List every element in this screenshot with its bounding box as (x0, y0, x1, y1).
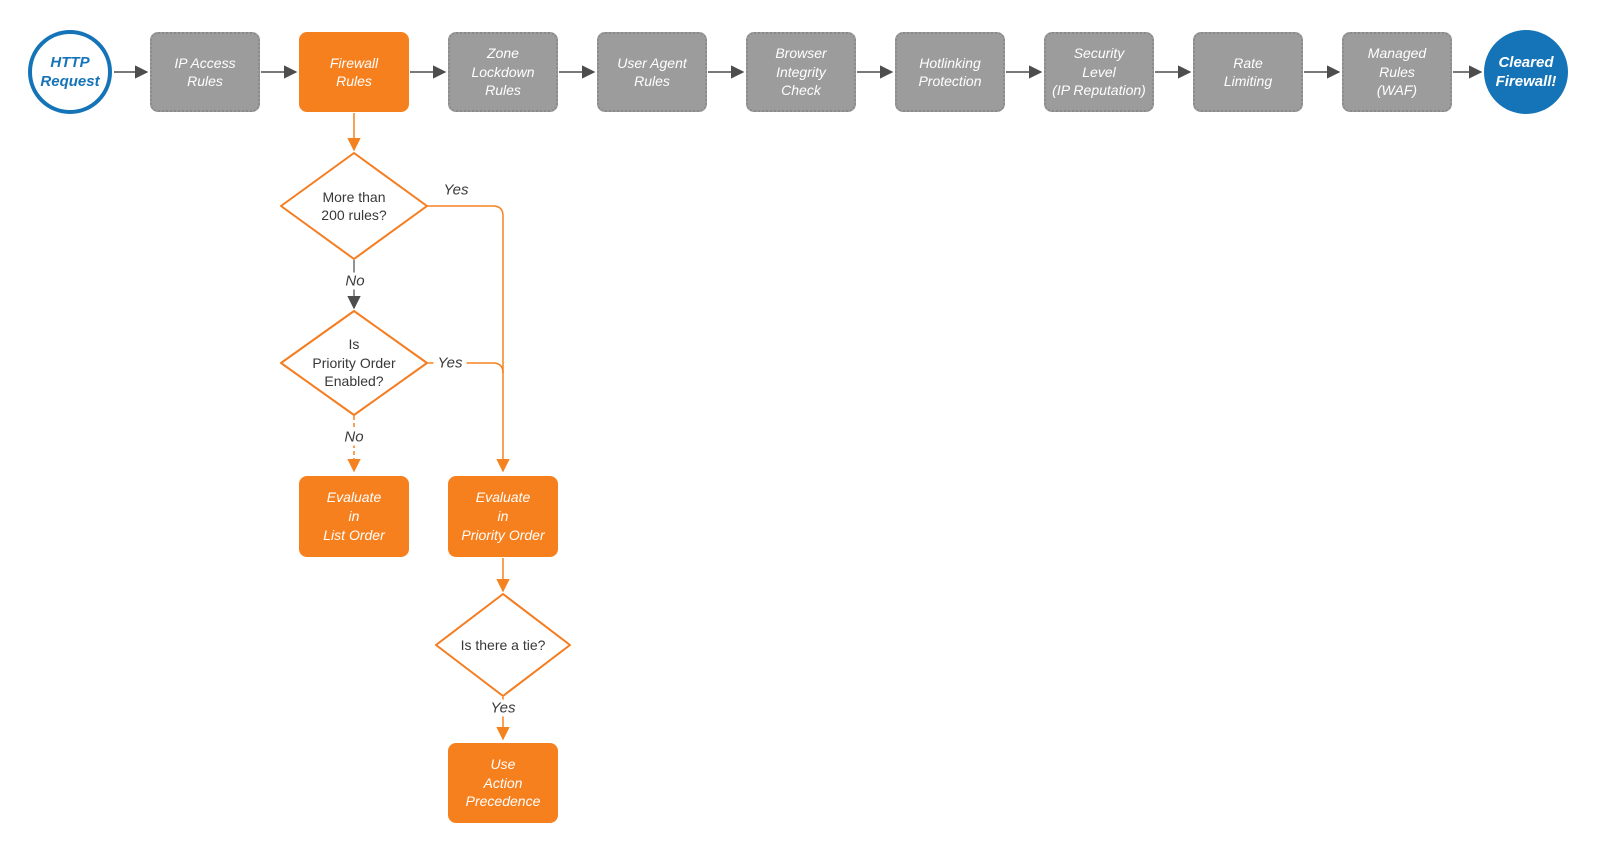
decision-more-than-200-rules-shape (280, 152, 428, 260)
node-rate-limiting-label: Rate Limiting (1223, 54, 1273, 89)
edge-label-decision2-yes: Yes (433, 354, 467, 372)
node-cleared-firewall-label: Cleared Firewall! (1495, 53, 1557, 91)
edge-label-decision1-no: No (341, 272, 369, 290)
decision-more-than-200-rules: More than 200 rules? (284, 165, 424, 247)
decision-priority-order-enabled: Is Priority Order Enabled? (284, 320, 424, 406)
node-ip-access-rules: IP Access Rules (150, 32, 260, 112)
decision-more-than-200-rules-label: More than 200 rules? (321, 188, 387, 223)
node-security-level-label: Security Level (IP Reputation) (1052, 45, 1146, 99)
node-browser-integrity-check-label: Browser Integrity Check (775, 45, 827, 99)
edge-label-decision2-no: No (340, 428, 368, 446)
node-use-action-precedence-label: Use Action Precedence (465, 755, 541, 810)
node-cleared-firewall: Cleared Firewall! (1484, 30, 1568, 114)
decision-shapes (280, 152, 571, 697)
node-hotlinking-protection: Hotlinking Protection (895, 32, 1005, 112)
node-http-request-label: HTTP Request (40, 53, 100, 91)
connector-decision2-yes-junction (427, 362, 504, 374)
node-user-agent-rules-label: User Agent Rules (617, 54, 687, 89)
node-hotlinking-protection-label: Hotlinking Protection (918, 54, 982, 89)
node-evaluate-in-priority-order: Evaluate in Priority Order (448, 476, 558, 557)
decision-priority-order-enabled-shape (280, 310, 428, 416)
node-ip-access-rules-label: IP Access Rules (174, 54, 236, 89)
node-evaluate-in-list-order-label: Evaluate in List Order (323, 489, 385, 543)
node-evaluate-in-list-order: Evaluate in List Order (299, 476, 409, 557)
node-evaluate-in-priority-order-label: Evaluate in Priority Order (461, 489, 545, 543)
node-firewall-rules-label: Firewall Rules (329, 54, 379, 89)
decision-is-there-a-tie-shape (435, 593, 571, 697)
decision-priority-order-enabled-label: Is Priority Order Enabled? (312, 336, 396, 390)
decision-is-there-a-tie: Is there a tie? (438, 600, 568, 690)
node-security-level: Security Level (IP Reputation) (1044, 32, 1154, 112)
edge-label-decision1-yes: Yes (439, 181, 473, 199)
node-rate-limiting: Rate Limiting (1193, 32, 1303, 112)
edge-label-decision3-yes: Yes (486, 699, 520, 717)
node-use-action-precedence: Use Action Precedence (448, 743, 558, 823)
node-firewall-rules: Firewall Rules (299, 32, 409, 112)
node-user-agent-rules: User Agent Rules (597, 32, 707, 112)
node-managed-rules-waf-label: Managed Rules (WAF) (1367, 45, 1427, 99)
node-browser-integrity-check: Browser Integrity Check (746, 32, 856, 112)
connector-decision1-yes-to-priority-order (427, 205, 510, 473)
node-zone-lockdown-rules-label: Zone Lockdown Rules (471, 45, 535, 99)
branch-connectors (347, 113, 510, 741)
decision-is-there-a-tie-label: Is there a tie? (460, 636, 546, 653)
node-http-request: HTTP Request (28, 30, 112, 114)
node-zone-lockdown-rules: Zone Lockdown Rules (448, 32, 558, 112)
node-managed-rules-waf: Managed Rules (WAF) (1342, 32, 1452, 112)
